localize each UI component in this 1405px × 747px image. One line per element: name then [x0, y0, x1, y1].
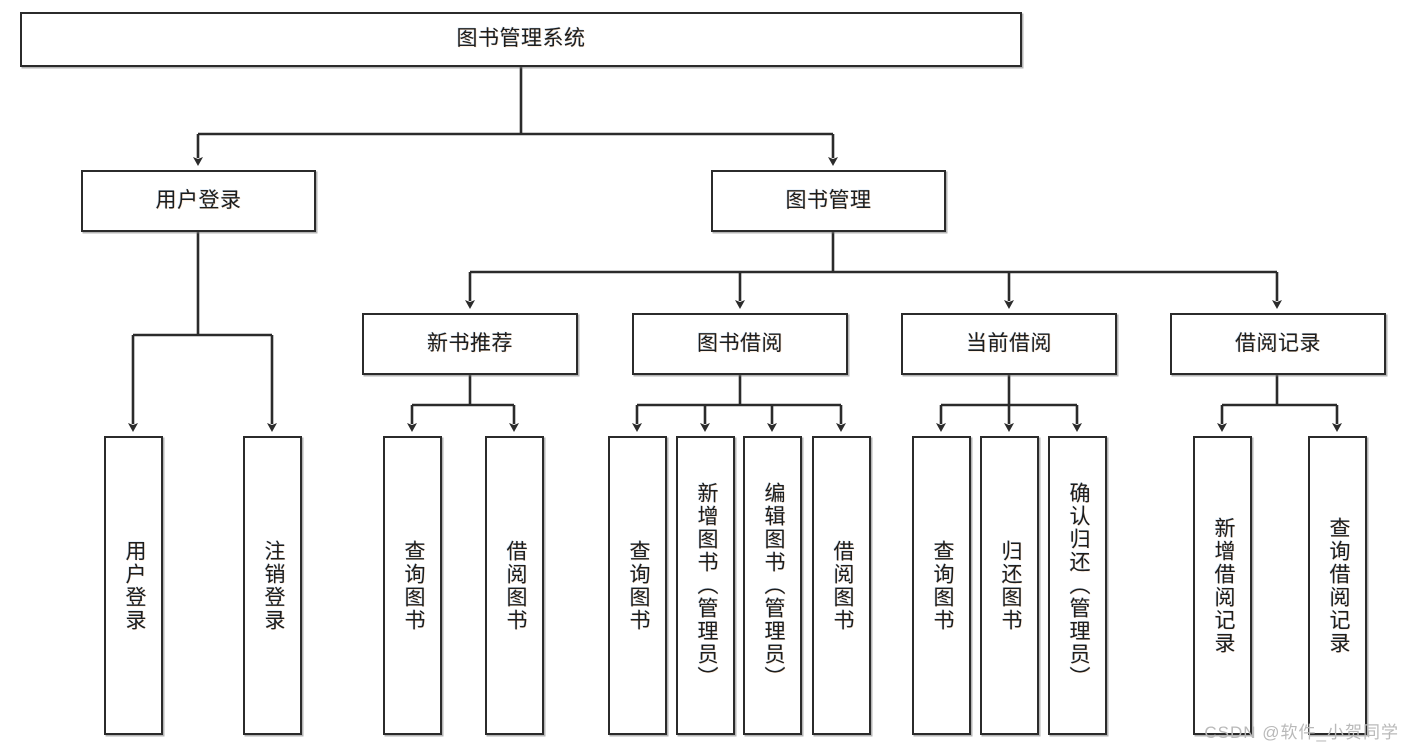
- leaf-user-login-label: 用户登录: [122, 539, 146, 632]
- leaf-query-book-current-label: 查询图书: [930, 539, 954, 632]
- leaf-query-book-borrow[interactable]: 查询图书: [608, 436, 667, 735]
- leaf-borrow-book-label: 借阅图书: [830, 539, 854, 632]
- node-borrow-record[interactable]: 借阅记录: [1170, 313, 1386, 375]
- node-book-management-label: 图书管理: [785, 188, 872, 212]
- node-user-login-label: 用户登录: [155, 188, 242, 212]
- leaf-confirm-return-admin[interactable]: 确认归还（管理员）: [1048, 436, 1107, 735]
- leaf-query-borrow-record[interactable]: 查询借阅记录: [1308, 436, 1367, 735]
- node-borrow-record-label: 借阅记录: [1235, 331, 1321, 355]
- node-book-borrow-label: 图书借阅: [697, 331, 783, 355]
- leaf-add-borrow-record-label: 新增借阅记录: [1211, 516, 1235, 655]
- node-current-borrow-label: 当前借阅: [966, 331, 1052, 355]
- node-current-borrow[interactable]: 当前借阅: [901, 313, 1117, 375]
- leaf-query-book-current[interactable]: 查询图书: [912, 436, 971, 735]
- leaf-query-book-newbook[interactable]: 查询图书: [383, 436, 442, 735]
- leaf-return-book[interactable]: 归还图书: [980, 436, 1039, 735]
- leaf-borrow-book-newbook[interactable]: 借阅图书: [485, 436, 544, 735]
- leaf-query-borrow-record-label: 查询借阅记录: [1326, 516, 1350, 655]
- leaf-logout-label: 注销登录: [261, 539, 285, 632]
- leaf-edit-book-admin[interactable]: 编辑图书（管理员）: [743, 436, 802, 735]
- node-new-book-recommend-label: 新书推荐: [427, 331, 513, 355]
- leaf-borrow-book[interactable]: 借阅图书: [812, 436, 871, 735]
- leaf-query-book-newbook-label: 查询图书: [401, 539, 425, 632]
- node-root-label: 图书管理系统: [456, 27, 586, 51]
- leaf-add-borrow-record[interactable]: 新增借阅记录: [1193, 436, 1252, 735]
- leaf-logout[interactable]: 注销登录: [243, 436, 302, 735]
- leaf-add-book-admin-label: 新增图书（管理员）: [694, 482, 718, 689]
- leaf-add-book-admin[interactable]: 新增图书（管理员）: [676, 436, 735, 735]
- node-root[interactable]: 图书管理系统: [20, 12, 1022, 67]
- leaf-return-book-label: 归还图书: [998, 539, 1022, 632]
- node-user-login[interactable]: 用户登录: [81, 170, 316, 232]
- leaf-edit-book-admin-label: 编辑图书（管理员）: [761, 482, 785, 689]
- node-new-book-recommend[interactable]: 新书推荐: [362, 313, 578, 375]
- leaf-user-login[interactable]: 用户登录: [104, 436, 163, 735]
- node-book-borrow[interactable]: 图书借阅: [632, 313, 848, 375]
- leaf-borrow-book-newbook-label: 借阅图书: [503, 539, 527, 632]
- leaf-query-book-borrow-label: 查询图书: [626, 539, 650, 632]
- node-book-management[interactable]: 图书管理: [711, 170, 946, 232]
- leaf-confirm-return-admin-label: 确认归还（管理员）: [1066, 482, 1090, 689]
